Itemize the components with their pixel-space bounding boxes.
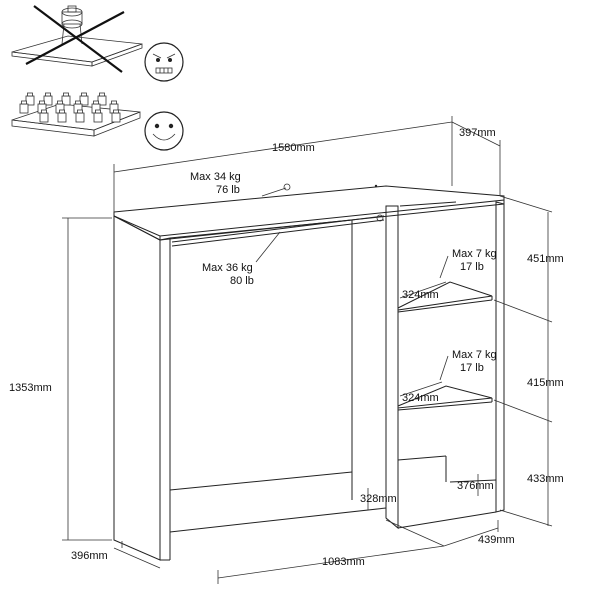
shelf-section-mid-label: 415mm xyxy=(527,377,564,389)
side-depth-bottom-label: 439mm xyxy=(478,534,515,546)
shelf-depth-upper-label: 324mm xyxy=(402,289,439,301)
jar-icon xyxy=(19,100,29,114)
shelf-section-bottom-label: 433mm xyxy=(527,473,564,485)
top-load-kg: Max 34 kg xyxy=(190,171,241,183)
dimension-labels: 1580mm 397mm 1353mm 451mm 415mm 433mm 39… xyxy=(9,127,564,568)
jar-icon xyxy=(111,109,121,123)
rail-load-lb: 80 lb xyxy=(230,275,254,287)
jar-icon xyxy=(79,92,89,106)
shelf-lower-load-lb: 17 lb xyxy=(460,362,484,374)
depth-bottom-left-label: 396mm xyxy=(71,550,108,562)
inner-width-label: 1083mm xyxy=(322,556,365,568)
side-depth-top-label: 397mm xyxy=(459,127,496,139)
jar-icon xyxy=(55,100,65,114)
height-label: 1353mm xyxy=(9,382,52,394)
jar-icon xyxy=(75,109,85,123)
load-labels: Max 34 kg 76 lb Max 36 kg 80 lb Max 7 kg… xyxy=(190,171,497,374)
jar-icon xyxy=(93,109,103,123)
top-load-lb: 76 lb xyxy=(216,184,240,196)
shelf-lower-load-kg: Max 7 kg xyxy=(452,349,497,361)
plinth-right-label: 376mm xyxy=(457,480,494,492)
good-load-illustration xyxy=(11,92,141,137)
shelf-section-top-label: 451mm xyxy=(527,253,564,265)
jar-icon xyxy=(39,109,49,123)
dimension-lines xyxy=(62,116,553,584)
jar-icon xyxy=(43,92,53,106)
jar-icon xyxy=(25,92,35,106)
jar-icon xyxy=(57,109,67,123)
jar-icon xyxy=(97,92,107,106)
jar-icon xyxy=(61,92,71,106)
width-label: 1580mm xyxy=(272,142,315,154)
shelf-upper-load-kg: Max 7 kg xyxy=(452,248,497,260)
happy-face-icon xyxy=(144,111,184,151)
rail-load-kg: Max 36 kg xyxy=(202,262,253,274)
bad-load-illustration xyxy=(11,5,143,73)
wardrobe-drawing xyxy=(113,183,505,561)
plinth-left-label: 328mm xyxy=(360,493,397,505)
sad-face-icon xyxy=(144,42,184,82)
shelf-upper-load-lb: 17 lb xyxy=(460,261,484,273)
shelf-depth-lower-label: 324mm xyxy=(402,392,439,404)
